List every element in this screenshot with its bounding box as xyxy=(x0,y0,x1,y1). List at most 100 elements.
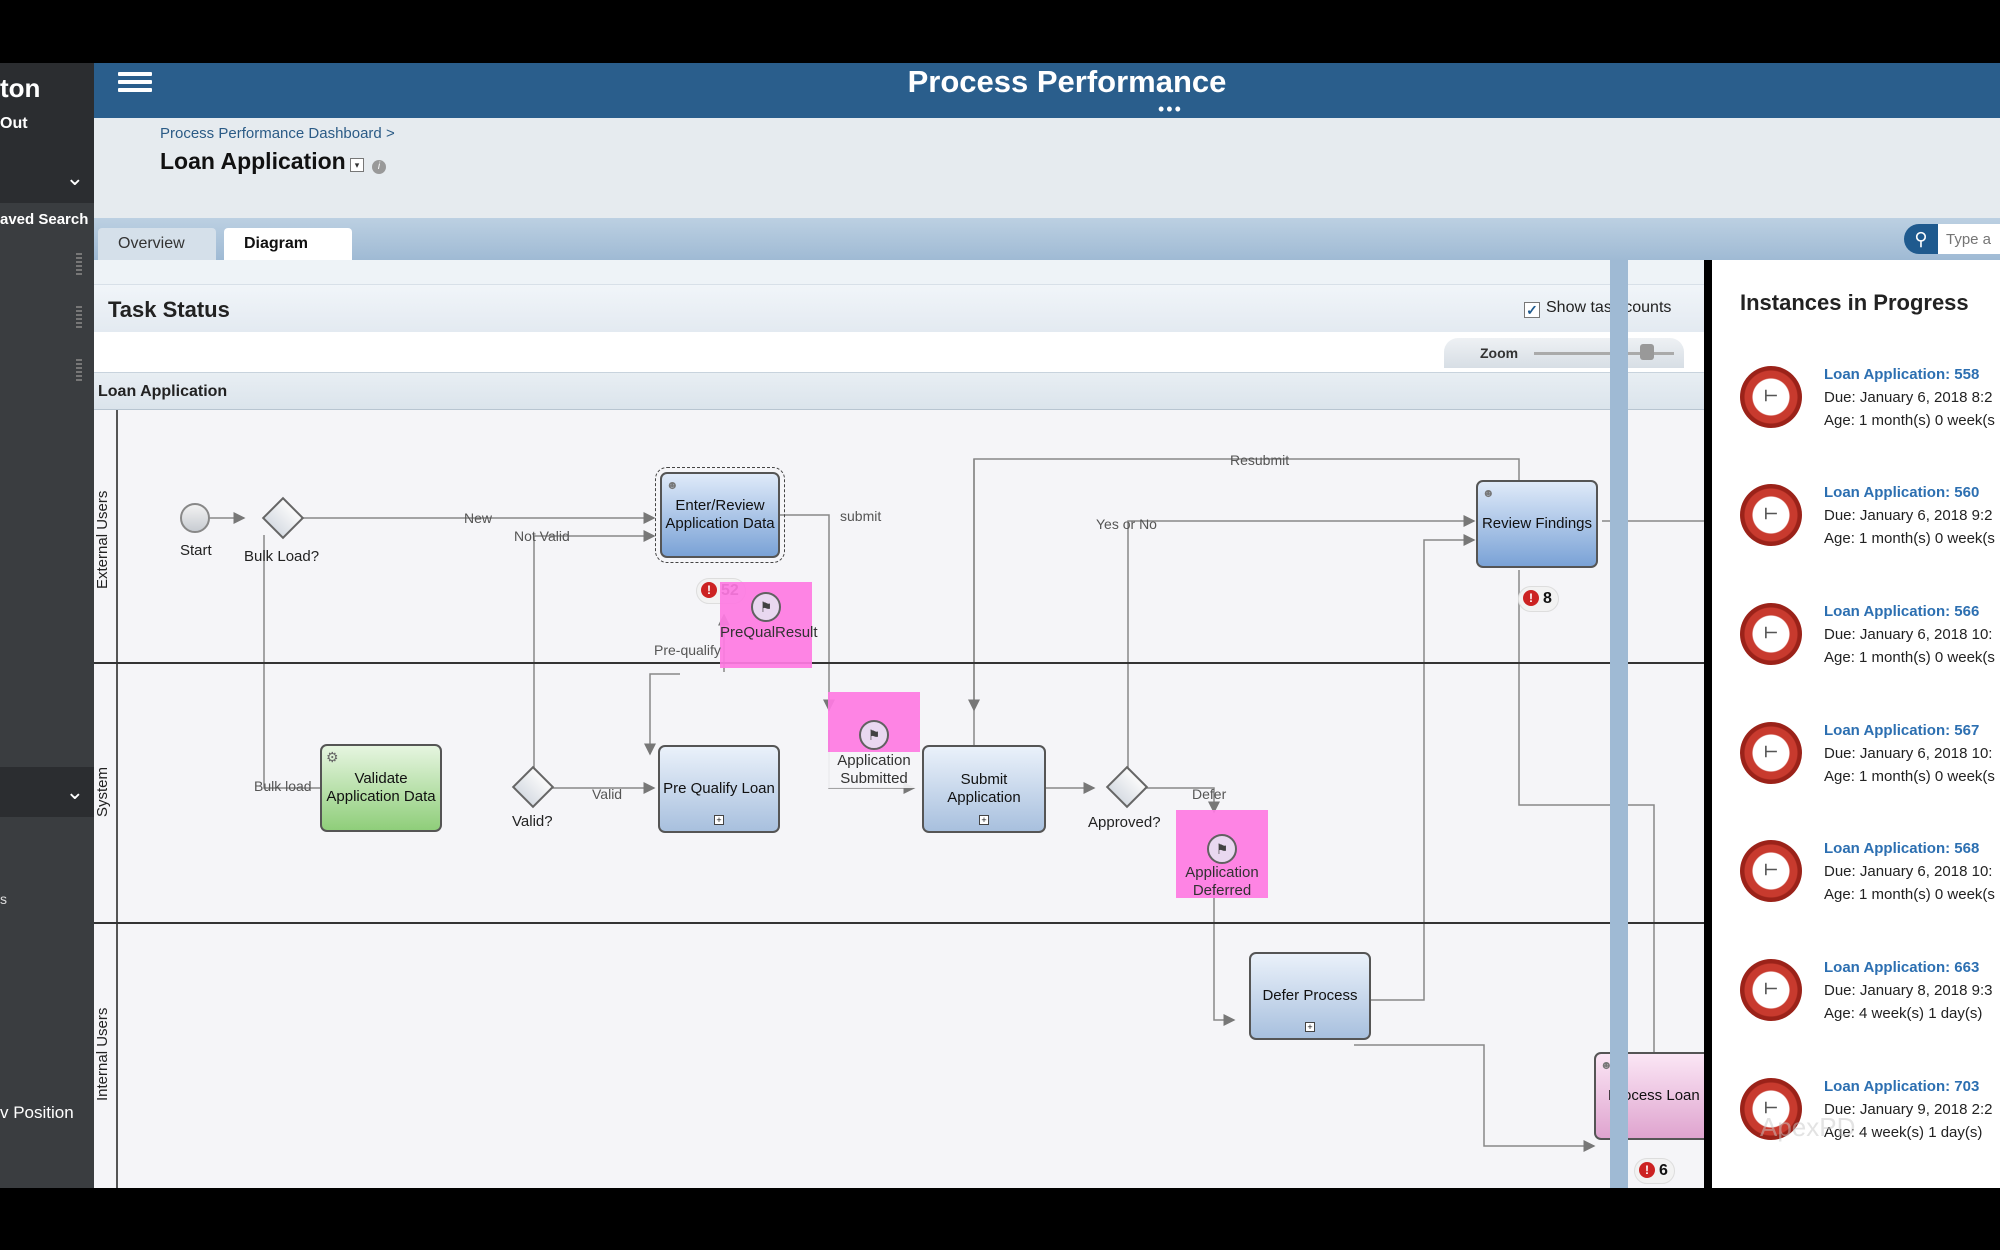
sidebar-section-toggle[interactable]: ⌄ xyxy=(0,153,94,203)
show-task-counts-checkbox[interactable]: ✓ Show task counts xyxy=(1524,299,1671,318)
more-icon[interactable]: ••• xyxy=(1158,99,1183,119)
task-submit-application[interactable]: Submit Application + xyxy=(922,745,1046,833)
list-item[interactable]: ⊢ Loan Application: 703 Due: January 9, … xyxy=(1712,1078,2000,1188)
instance-due: Due: January 6, 2018 9:2 xyxy=(1824,507,1993,524)
process-instance-icon xyxy=(1740,603,1802,665)
task-validate-application-data[interactable]: ⚙ Validate Application Data xyxy=(320,744,442,832)
instance-due: Due: January 6, 2018 8:2 xyxy=(1824,389,1993,406)
list-item[interactable]: ⊢ Loan Application: 567 Due: January 6, … xyxy=(1712,722,2000,832)
edge-label-not-valid: Not Valid xyxy=(514,528,570,544)
task-status-panel: Task Status ✓ Show task counts Zoom Loan … xyxy=(94,260,1704,1188)
edge-label-new: New xyxy=(464,510,493,526)
checkbox-label: Show task counts xyxy=(1546,299,1672,316)
panel-splitter[interactable] xyxy=(1610,260,1628,1188)
zoom-slider-track[interactable] xyxy=(1534,352,1674,355)
panel-title: Task Status xyxy=(108,297,230,322)
alert-icon: ! xyxy=(701,582,717,598)
dropdown-icon[interactable]: ▾ xyxy=(350,158,364,172)
edge-label-submit: submit xyxy=(840,508,882,524)
drag-handle-icon[interactable] xyxy=(76,306,82,328)
instances-panel: Instances in Progress ⊢ Loan Application… xyxy=(1712,260,2000,1188)
task-count-badge[interactable]: !8 xyxy=(1518,586,1559,612)
lane-label-external-users: External Users xyxy=(94,490,111,590)
start-event[interactable] xyxy=(180,503,210,533)
flow-icon: ⊢ xyxy=(1764,981,1778,998)
task-review-findings[interactable]: ☻ Review Findings xyxy=(1476,480,1598,568)
flag-icon: ⚑ xyxy=(859,720,889,750)
task-label: Pre Qualify Loan xyxy=(663,780,775,797)
badge-count: 6 xyxy=(1659,1162,1668,1179)
flow-icon: ⊢ xyxy=(1764,625,1778,642)
sidebar-item-view-position[interactable]: v Position xyxy=(0,1103,74,1122)
event-label: Application Deferred xyxy=(1185,864,1259,899)
event-prequal-result[interactable]: ⚑ PreQualResult xyxy=(720,582,818,668)
diagram-title: Loan Application xyxy=(98,383,228,400)
tab-overview[interactable]: Overview xyxy=(98,228,216,260)
drag-handle-icon[interactable] xyxy=(76,253,82,275)
panel-title: Instances in Progress xyxy=(1740,290,1969,315)
process-instance-icon xyxy=(1740,1078,1802,1140)
search-input[interactable] xyxy=(1938,224,2000,254)
instance-age: Age: 1 month(s) 0 week(s xyxy=(1824,768,1995,785)
task-label: Submit Application xyxy=(947,771,1021,806)
sidebar-section-toggle[interactable]: ⌄ xyxy=(0,767,94,817)
task-count-badge[interactable]: !6 xyxy=(1634,1158,1675,1184)
list-item[interactable]: ⊢ Loan Application: 560 Due: January 6, … xyxy=(1712,484,2000,594)
breadcrumb[interactable]: Process Performance Dashboard > xyxy=(160,125,395,142)
task-label: Defer Process xyxy=(1262,987,1358,1004)
menu-icon[interactable] xyxy=(118,68,152,98)
instance-link[interactable]: Loan Application: 566 xyxy=(1824,603,1980,620)
process-instance-icon xyxy=(1740,366,1802,428)
instance-link[interactable]: Loan Application: 663 xyxy=(1824,959,1980,976)
breadcrumb-area: Process Performance Dashboard > Loan App… xyxy=(94,118,2000,218)
gateway-label: Approved? xyxy=(1088,814,1161,831)
sidebar-item-saved-search[interactable]: aved Search xyxy=(0,211,89,228)
edge-label-resubmit: Resubmit xyxy=(1230,452,1290,468)
zoom-label: Zoom xyxy=(1480,345,1519,361)
start-label: Start xyxy=(180,542,212,559)
flag-icon: ⚑ xyxy=(751,592,781,622)
list-item[interactable]: ⊢ Loan Application: 566 Due: January 6, … xyxy=(1712,603,2000,713)
gateway-label: Bulk Load? xyxy=(244,548,320,565)
drag-handle-icon[interactable] xyxy=(76,359,82,381)
instance-link[interactable]: Loan Application: 567 xyxy=(1824,722,1980,739)
flow-icon: ⊢ xyxy=(1764,1100,1778,1117)
expand-icon[interactable]: + xyxy=(979,815,989,825)
tab-diagram[interactable]: Diagram xyxy=(224,228,352,260)
event-application-deferred[interactable]: ⚑ Application Deferred xyxy=(1176,810,1268,899)
task-enter-review-application-data[interactable]: ☻ Enter/Review Application Data xyxy=(655,467,785,563)
info-icon[interactable]: i xyxy=(372,160,386,174)
instance-age: Age: 4 week(s) 1 day(s) xyxy=(1824,1005,1983,1022)
instance-age: Age: 1 month(s) 0 week(s xyxy=(1824,886,1995,903)
task-pre-qualify-loan[interactable]: Pre Qualify Loan + xyxy=(658,745,780,833)
edge-label-bulk-load: Bulk load xyxy=(254,778,312,794)
instance-age: Age: 4 week(s) 1 day(s) xyxy=(1824,1124,1983,1141)
instance-link[interactable]: Loan Application: 560 xyxy=(1824,484,1980,501)
list-item[interactable]: ⊢ Loan Application: 568 Due: January 6, … xyxy=(1712,840,2000,950)
event-application-submitted[interactable]: ⚑ Application Submitted xyxy=(828,692,920,788)
flow-icon: ⊢ xyxy=(1764,388,1778,405)
logout-link[interactable]: Out xyxy=(0,115,28,132)
sidebar-item[interactable]: s xyxy=(0,891,7,907)
list-item[interactable]: ⊢ Loan Application: 663 Due: January 8, … xyxy=(1712,959,2000,1069)
checkbox-icon[interactable]: ✓ xyxy=(1524,302,1540,318)
task-label: Validate Application Data xyxy=(326,770,436,805)
alert-icon: ! xyxy=(1523,590,1539,606)
process-diagram[interactable]: External Users System Internal Users Sta… xyxy=(94,410,1704,1188)
left-sidebar: ton Out ⌄ aved Search ⌄ s v Position xyxy=(0,63,94,1188)
lane-label-internal-users: Internal Users xyxy=(94,1007,111,1101)
instance-link[interactable]: Loan Application: 703 xyxy=(1824,1078,1980,1095)
expand-icon[interactable]: + xyxy=(714,815,724,825)
zoom-slider-handle[interactable] xyxy=(1640,344,1654,360)
tab-bar: Overview Diagram ⚲ xyxy=(94,218,2000,260)
search-icon[interactable]: ⚲ xyxy=(1904,224,1938,254)
instance-link[interactable]: Loan Application: 568 xyxy=(1824,840,1980,857)
list-item[interactable]: ⊢ Loan Application: 558 Due: January 6, … xyxy=(1712,366,2000,476)
task-label: Review Findings xyxy=(1481,515,1593,532)
zoom-bar: Zoom xyxy=(94,332,1704,372)
expand-icon[interactable]: + xyxy=(1305,1022,1315,1032)
user-name: ton xyxy=(0,73,41,103)
instance-link[interactable]: Loan Application: 558 xyxy=(1824,366,1980,383)
task-defer-process[interactable]: Defer Process + xyxy=(1249,952,1371,1040)
edge-label-pre-qualify: Pre-qualify xyxy=(654,642,721,658)
